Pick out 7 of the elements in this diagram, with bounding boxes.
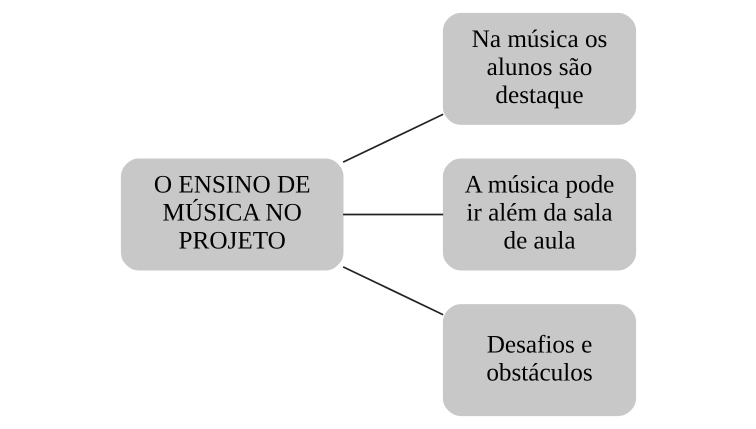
node-box: Na música os alunos são destaque xyxy=(442,12,636,125)
node-box: A música pode ir além da sala de aula xyxy=(442,158,636,270)
node-box: O ENSINO DE MÚSICA NO PROJETO xyxy=(120,158,343,270)
connector xyxy=(342,214,443,216)
node-box: Desafios e obstáculos xyxy=(442,304,636,416)
connector xyxy=(342,266,444,316)
connector xyxy=(342,114,444,163)
